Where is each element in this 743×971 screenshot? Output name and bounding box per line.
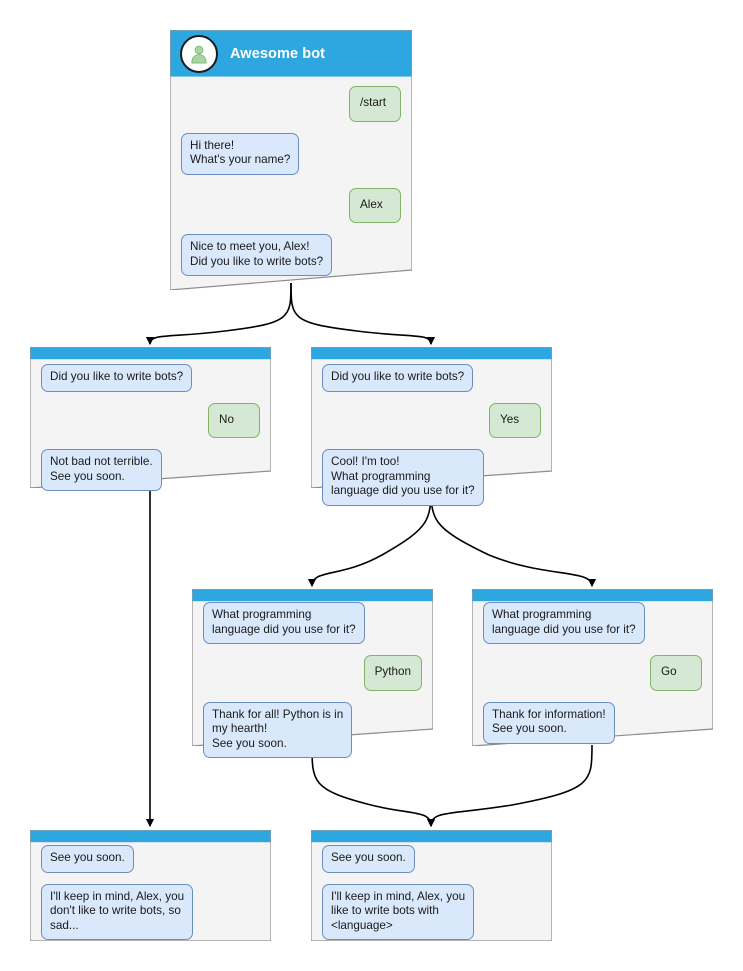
message-row: See you soon.	[322, 845, 541, 873]
bot-message-bubble: Thank for information! See you soon.	[483, 701, 615, 744]
bot-message-bubble: See you soon.	[41, 845, 134, 873]
user-message-bubble: Python	[363, 655, 422, 691]
bot-message-bubble: Hi there! What's your name?	[181, 132, 300, 175]
message-row: Python	[203, 655, 422, 691]
bot-message-bubble: What programming language did you use fo…	[203, 602, 365, 644]
message-row: I'll keep in mind, Alex, you like to wri…	[322, 883, 541, 940]
node-end-sad-messages: See you soon. I'll keep in mind, Alex, y…	[30, 845, 271, 951]
message-row: Yes	[322, 402, 541, 438]
node-lang-python-header	[192, 589, 433, 601]
message-row: Cool! I'm too! What programming language…	[322, 449, 541, 506]
bot-message-bubble: Thank for all! Python is in my hearth! S…	[203, 701, 353, 758]
node-answer-yes-messages: Did you like to write bots? Yes Cool! I'…	[311, 364, 552, 517]
message-row: Not bad not terrible. See you soon.	[41, 449, 260, 491]
node-end-sad[interactable]: See you soon. I'll keep in mind, Alex, y…	[30, 830, 271, 941]
user-message-bubble: Go	[650, 655, 702, 691]
message-row: Go	[483, 655, 702, 691]
message-row: Did you like to write bots?	[322, 364, 541, 392]
message-row: Thank for all! Python is in my hearth! S…	[203, 701, 422, 758]
node-answer-yes[interactable]: Did you like to write bots? Yes Cool! I'…	[311, 347, 552, 506]
bot-message-bubble: See you soon.	[322, 845, 415, 873]
user-message-bubble: /start	[349, 86, 401, 122]
bot-message-bubble: Not bad not terrible. See you soon.	[41, 449, 162, 491]
node-lang-go-messages: What programming language did you use fo…	[472, 602, 713, 755]
node-lang-go[interactable]: What programming language did you use fo…	[472, 589, 713, 746]
node-start-header: Awesome bot	[170, 30, 412, 77]
message-row: /start	[181, 86, 401, 122]
bot-message-bubble: What programming language did you use fo…	[483, 602, 645, 644]
bot-message-bubble: Did you like to write bots?	[322, 364, 474, 392]
node-answer-no-messages: Did you like to write bots? No Not bad n…	[30, 364, 271, 502]
bot-message-bubble: Did you like to write bots?	[41, 364, 193, 392]
node-lang-python[interactable]: What programming language did you use fo…	[192, 589, 433, 758]
edge-start-to-yes	[290, 282, 436, 346]
node-end-sad-header	[30, 830, 271, 842]
bot-message-bubble: I'll keep in mind, Alex, you like to wri…	[322, 883, 475, 940]
bot-message-bubble: I'll keep in mind, Alex, you don't like …	[41, 883, 194, 940]
node-end-happy-header	[311, 830, 552, 842]
user-message-bubble: Yes	[489, 402, 541, 438]
person-avatar-icon	[180, 34, 218, 73]
message-row: Thank for information! See you soon.	[483, 701, 702, 744]
message-row: What programming language did you use fo…	[483, 602, 702, 644]
node-lang-python-messages: What programming language did you use fo…	[192, 602, 433, 769]
message-row: I'll keep in mind, Alex, you don't like …	[41, 883, 260, 940]
bot-message-bubble: Cool! I'm too! What programming language…	[322, 449, 484, 506]
node-start-messages: /start Hi there! What's your name? Alex …	[170, 86, 412, 287]
user-message-bubble: No	[208, 402, 260, 438]
node-answer-no[interactable]: Did you like to write bots? No Not bad n…	[30, 347, 271, 491]
node-lang-go-header	[472, 589, 713, 601]
node-end-happy[interactable]: See you soon. I'll keep in mind, Alex, y…	[311, 830, 552, 941]
message-row: Did you like to write bots?	[41, 364, 260, 392]
bot-message-bubble: Nice to meet you, Alex! Did you like to …	[181, 234, 333, 276]
user-message-bubble: Alex	[349, 187, 401, 223]
edge-start-to-no	[145, 282, 292, 346]
message-row: See you soon.	[41, 845, 260, 873]
message-row: No	[41, 402, 260, 438]
node-start[interactable]: Awesome bot /start Hi there! What's your…	[170, 30, 412, 290]
bot-title: Awesome bot	[230, 45, 326, 62]
node-end-happy-messages: See you soon. I'll keep in mind, Alex, y…	[311, 845, 552, 951]
node-answer-yes-header	[311, 347, 552, 359]
message-row: What programming language did you use fo…	[203, 602, 422, 644]
message-row: Nice to meet you, Alex! Did you like to …	[181, 234, 401, 276]
node-answer-no-header	[30, 347, 271, 359]
edge-go-to-end-happy	[426, 744, 593, 828]
message-row: Hi there! What's your name?	[181, 132, 401, 175]
message-row: Alex	[181, 187, 401, 223]
